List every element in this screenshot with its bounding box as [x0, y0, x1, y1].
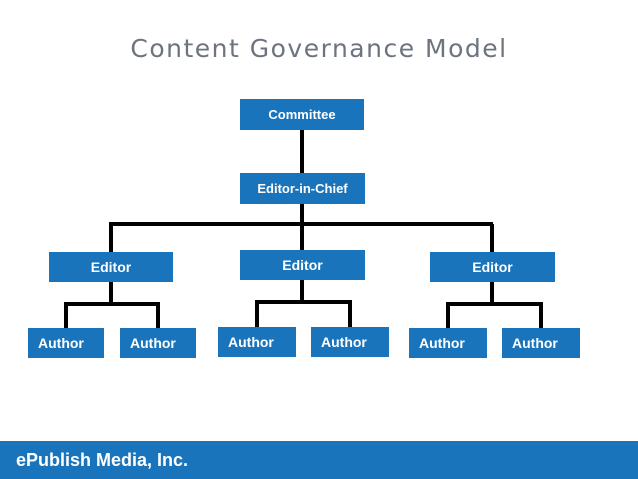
node-committee: Committee — [240, 99, 364, 130]
node-author-3: Author — [218, 327, 296, 357]
node-editor-in-chief: Editor-in-Chief — [240, 173, 365, 204]
node-author-1: Author — [28, 328, 104, 358]
node-editor-3: Editor — [430, 252, 555, 282]
node-editor-2: Editor — [240, 250, 365, 280]
node-editor-1: Editor — [49, 252, 173, 282]
diagram-title: Content Governance Model — [130, 34, 508, 63]
node-author-2: Author — [120, 328, 196, 358]
node-author-4: Author — [311, 327, 389, 357]
node-author-5: Author — [409, 328, 487, 358]
footer-company-name: ePublish Media, Inc. — [16, 450, 189, 470]
node-author-6: Author — [502, 328, 580, 358]
footer-bar: ePublish Media, Inc. — [0, 441, 638, 479]
